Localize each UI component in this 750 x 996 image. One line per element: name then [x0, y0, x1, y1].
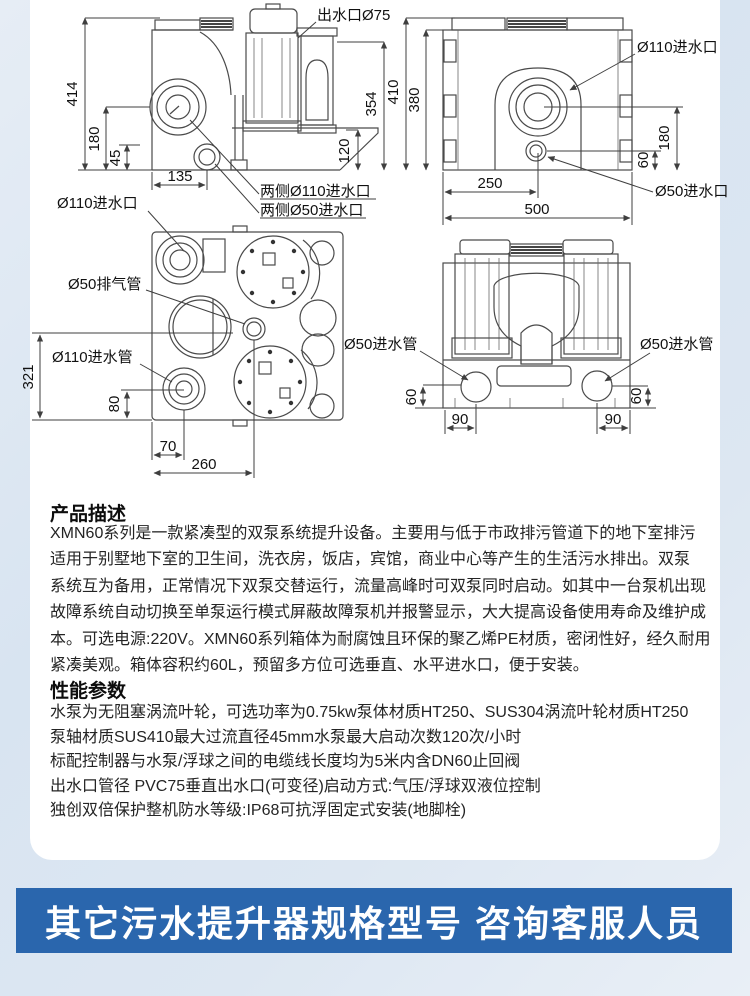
side-dim-120: 120	[336, 138, 353, 163]
top-dim-260: 260	[191, 456, 216, 473]
description-paragraph: XMN60系列是一款紧凑型的双泵系统提升设备。主要用与低于市政排污管道下的地下室…	[50, 521, 711, 679]
rear-dim-60-right: 60	[628, 388, 645, 405]
side-dim-45: 45	[107, 150, 124, 167]
top-dim-70: 70	[160, 438, 177, 455]
front-dim-410: 410	[385, 79, 402, 104]
top-dim-80: 80	[106, 396, 123, 413]
top-vent-50-label: Ø50排气管	[68, 276, 141, 293]
side-both-50-label: 两侧Ø50进水口	[260, 202, 363, 219]
description-heading: 产品描述	[50, 504, 127, 525]
front-view-drawing: 410 380 180 60 250 500 Ø110进水口 Ø50进水口	[385, 17, 728, 225]
rear-inlet-pipe-50-right-label: Ø50进水管	[640, 336, 713, 353]
front-dim-500: 500	[524, 201, 549, 218]
parameter-line: 泵轴材质SUS410最大过流直径45mm水泵最大启动次数120次/小时	[50, 728, 522, 746]
side-dim-135: 135	[167, 168, 192, 185]
description-line: XMN60系列是一款紧凑型的双泵系统提升设备。主要用与低于市政排污管道下的地下室…	[50, 525, 696, 542]
side-view-drawing: 414 180 45 135 354 120 出水口Ø75 两侧Ø110进水口 …	[57, 3, 390, 252]
consult-banner: 其它污水提升器规格型号 咨询客服人员	[16, 888, 732, 953]
side-dim-180: 180	[86, 126, 103, 151]
parameter-line: 水泵为无阻塞涡流叶轮，可选功率为0.75kw泵体材质HT250、SUS304涡流…	[50, 704, 689, 721]
side-inlet-110-label: Ø110进水口	[57, 195, 138, 212]
rear-dim-90-left: 90	[452, 411, 469, 428]
front-dim-380: 380	[406, 87, 423, 112]
parameter-line: 独创双倍保护整机防水等级:IP68可抗浮固定式安装(地脚栓)	[50, 802, 467, 820]
side-dim-414: 414	[64, 81, 81, 106]
front-dim-60: 60	[635, 152, 652, 169]
top-view-drawing: 321 80 70 260 Ø50排气管 Ø110进水管	[20, 225, 344, 478]
rear-dim-90-right: 90	[605, 411, 622, 428]
description-line: 适用于别墅地下室的卫生间，洗衣房，饭店，宾馆，商业中心等产生的生活污水排出。双泵	[50, 551, 691, 569]
rear-view-drawing: 60 90 60 90 Ø50进水管 Ø50进水管	[344, 239, 713, 434]
side-dim-354: 354	[363, 91, 380, 116]
parameter-line: 标配控制器与水泵/浮球之间的电缆线长度均为5米内含DN60止回阀	[50, 753, 521, 771]
front-dim-250: 250	[477, 175, 502, 192]
rear-inlet-pipe-50-left-label: Ø50进水管	[344, 336, 417, 353]
rear-dim-60-left: 60	[403, 389, 420, 406]
description-line: 紧凑美观。箱体容积约60L，预留多方位可选垂直、水平进水口，便于安装。	[50, 657, 589, 675]
description-line: 本。可选电源:220V。XMN60系列箱体为耐腐蚀且环保的聚乙烯PE材质，密闭性…	[50, 630, 711, 648]
side-both-110-label: 两侧Ø110进水口	[260, 183, 371, 200]
technical-drawings: 414 180 45 135 354 120 出水口Ø75 两侧Ø110进水口 …	[20, 3, 728, 478]
front-inlet-110-label: Ø110进水口	[637, 39, 718, 56]
side-outlet-label: 出水口Ø75	[317, 7, 390, 24]
description-line: 故障系统自动切换至单泵运行模式屏蔽故障泵机并报警显示，大大提高设备使用寿命及维护…	[50, 604, 707, 622]
front-inlet-50-label: Ø50进水口	[655, 183, 728, 200]
parameters-list: 水泵为无阻塞涡流叶轮，可选功率为0.75kw泵体材质HT250、SUS304涡流…	[50, 701, 710, 824]
description-line: 系统互为备用，正常情况下双泵交替运行，流量高峰时可双泵同时启动。如其中一台泵机出…	[50, 577, 707, 595]
parameter-line: 出水口管径 PVC75垂直出水口(可变径)启动方式:气压/浮球双液位控制	[50, 777, 541, 795]
top-inlet-pipe-110-label: Ø110进水管	[52, 349, 133, 366]
front-dim-180: 180	[656, 125, 673, 150]
top-dim-321: 321	[20, 364, 37, 389]
parameters-heading: 性能参数	[50, 681, 127, 702]
